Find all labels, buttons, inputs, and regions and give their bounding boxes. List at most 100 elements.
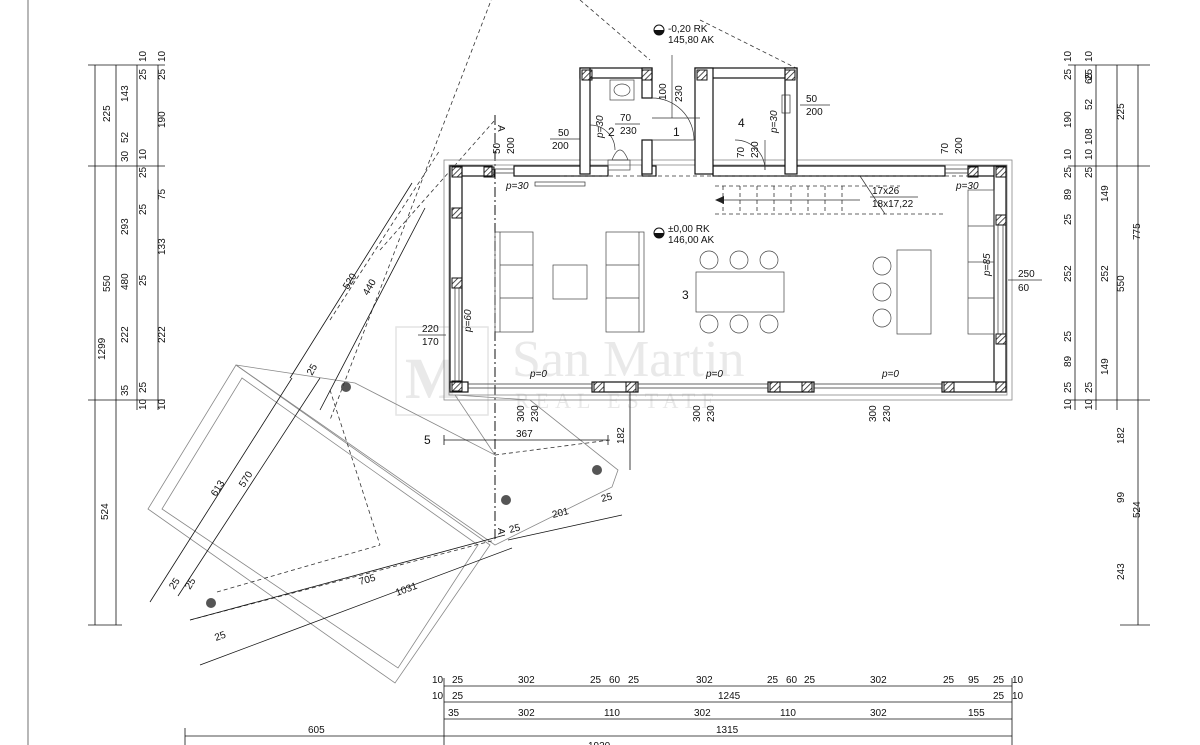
opening-5-height: 230 (750, 141, 761, 158)
opening-8-width: 250 (1018, 269, 1035, 280)
dim-25: 25 (508, 522, 522, 535)
section-line-a: A A (494, 115, 506, 540)
dim-bottom: 10 (432, 675, 444, 686)
parapet-label: p=30 (769, 110, 780, 134)
section-mark-bottom: A (495, 528, 506, 535)
level-upper-ak: 145,80 AK (668, 35, 714, 46)
terrace-dimensions: 367 182 201 25 25 705 1031 25 25 520 440… (149, 182, 631, 666)
dim-left-total: 1299 (97, 337, 108, 360)
dim-25: 25 (167, 576, 183, 592)
opening-4-width: 50 (806, 94, 818, 105)
opening-11-width: 300 (692, 405, 703, 422)
right-dimension-chains: 25 10 190 25 10 25 89 252 25 89 25 10 25… (1063, 50, 1150, 626)
dim-right-small: 10 (1084, 148, 1095, 160)
dim-left-143: 143 (120, 85, 131, 102)
dim-right-149b: 149 (1100, 358, 1111, 375)
parapet-label: p=30 (595, 115, 606, 139)
dim-25: 25 (183, 576, 198, 592)
dim-right-775: 775 (1132, 223, 1143, 240)
parapet-label: p=0 (529, 369, 547, 380)
dim-right-small: 10 (1084, 398, 1095, 410)
dim-right-small: 25 (1063, 213, 1074, 225)
dim-bottom: 25 (943, 675, 955, 686)
dim-right-small: 25 (1084, 68, 1095, 80)
opening-10-height: 230 (530, 405, 541, 422)
dim-left-222: 222 (120, 326, 131, 343)
opening-12-width: 300 (868, 405, 879, 422)
opening-2-width: 70 (620, 113, 632, 124)
dim-right-182: 182 (1116, 427, 1127, 444)
dim-left-35: 35 (120, 384, 131, 396)
dim-left-small: 10 (157, 50, 168, 62)
opening-11-height: 230 (706, 405, 717, 422)
room-number-4: 4 (738, 116, 745, 130)
dim-right-252b: 252 (1100, 265, 1111, 282)
dim-right-small: 10 (1084, 50, 1095, 62)
dim-bottom-1245: 1245 (718, 691, 741, 702)
dim-bottom-1920: 1920 (588, 741, 611, 745)
opening-6-height: 200 (506, 137, 517, 154)
level-upper-rk: -0,20 RK (668, 24, 708, 35)
opening-1-height: 230 (674, 85, 685, 102)
dim-right-89: 89 (1063, 188, 1074, 200)
room-number-1: 1 (673, 125, 680, 139)
level-main-ak: 146,00 AK (668, 235, 714, 246)
opening-3-height: 200 (552, 141, 569, 152)
stair-labels: 17x26 18x17,22 (870, 186, 918, 210)
dim-left-550: 550 (102, 275, 113, 292)
dim-right-252: 252 (1063, 265, 1074, 282)
dim-left-small: 25 (138, 274, 149, 286)
dim-bottom: 10 (432, 691, 444, 702)
dim-bottom: 110 (780, 708, 796, 719)
dim-bottom: 302 (518, 708, 535, 719)
dim-right-524: 524 (1132, 501, 1143, 518)
dim-right-small: 25 (1084, 381, 1095, 393)
opening-7-height: 200 (954, 137, 965, 154)
dim-left-480: 480 (120, 273, 131, 290)
opening-2-height: 230 (620, 126, 637, 137)
stair-label-2: 18x17,22 (872, 199, 914, 210)
opening-4-height: 200 (806, 107, 823, 118)
dim-right-190: 190 (1063, 111, 1074, 128)
opening-1-width: 100 (658, 83, 669, 100)
dim-bottom: 302 (696, 675, 713, 686)
dim-left-terrace: 524 (100, 503, 111, 520)
dim-left-small: 25 (157, 68, 168, 80)
dim-right-small: 25 (1063, 166, 1074, 178)
room-labels: 1 2 3 4 5 (424, 116, 745, 447)
dim-left-293: 293 (120, 218, 131, 235)
bottom-dimension-chains: 10 25 302 25 60 25 302 25 60 25 302 25 9… (184, 675, 1024, 745)
terrace-column (501, 495, 511, 505)
dim-705: 705 (358, 573, 377, 588)
dim-bottom: 155 (968, 708, 985, 719)
dim-440: 440 (361, 277, 379, 297)
dim-bottom: 25 (452, 675, 464, 686)
level-main-rk: ±0,00 RK (668, 224, 710, 235)
parapet-label: p=0 (705, 369, 723, 380)
dim-bottom: 302 (870, 675, 887, 686)
dim-right-small: 10 (1063, 50, 1074, 62)
dim-bottom-1315: 1315 (716, 725, 739, 736)
parapet-label: p=30 (955, 181, 979, 192)
dim-25: 25 (600, 491, 614, 504)
dim-right-52: 52 (1084, 98, 1095, 110)
dim-right-small: 10 (1063, 148, 1074, 160)
dim-bottom: 25 (767, 675, 779, 686)
dim-bottom: 25 (804, 675, 816, 686)
dim-left-small: 10 (138, 398, 149, 410)
opening-7-width: 70 (940, 142, 951, 154)
dim-right-89b: 89 (1063, 355, 1074, 367)
dim-left-small: 25 (138, 166, 149, 178)
dim-right-small: 25 (1063, 381, 1074, 393)
dim-bottom: 25 (590, 675, 602, 686)
dim-right-149: 149 (1100, 185, 1111, 202)
dim-left-222b: 222 (157, 326, 168, 343)
parapet-label: p=85 (982, 253, 993, 277)
opening-8-height: 60 (1018, 283, 1030, 294)
opening-12-height: 230 (882, 405, 893, 422)
room-number-5: 5 (424, 433, 431, 447)
dim-right-550: 550 (1116, 275, 1127, 292)
dim-bottom: 10 (1012, 675, 1024, 686)
opening-6-width: 50 (492, 142, 503, 154)
